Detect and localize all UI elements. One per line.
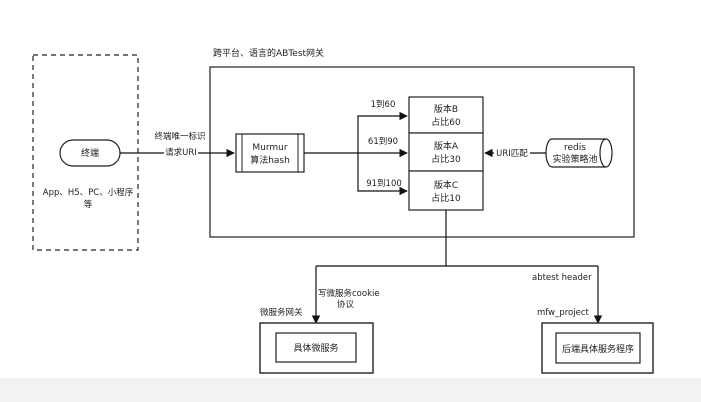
redis-line2: 实验策略池 — [552, 153, 597, 165]
version-b-box — [408, 96, 484, 134]
murmur-hash-line1: Murmur — [252, 143, 287, 153]
version-a-share: 占比30 — [431, 153, 461, 165]
backend-service-box — [555, 332, 641, 364]
left-edge-label-line2: 协议 — [337, 299, 355, 310]
backend-service-label: 后端具体服务程序 — [562, 343, 634, 355]
request-label-line1: 终端唯一标识 — [154, 131, 205, 142]
client-caption-line1: App、H5、PC、小程序 — [43, 187, 134, 198]
bottom-strip — [0, 378, 701, 402]
right-edge-label: abtest header — [532, 273, 592, 283]
version-a-box — [408, 132, 484, 172]
arrow-to-version-b — [357, 111, 408, 153]
mfw-project-title: mfw_project — [537, 308, 589, 318]
request-label-bg — [164, 145, 198, 158]
murmur-hash-box — [235, 133, 305, 173]
version-c-share: 占比10 — [431, 192, 461, 204]
client-node-label: 终端 — [81, 147, 99, 159]
microservice-gateway-title: 微服务网关 — [260, 307, 303, 318]
microservice-label: 具体微服务 — [293, 342, 338, 354]
version-b-name: 版本B — [434, 103, 458, 115]
arrow-to-version-c — [357, 153, 408, 196]
uri-match-label-bg — [494, 146, 530, 159]
gateway-title: 跨平台、语言的ABTest网关 — [213, 47, 324, 59]
murmur-hash-line2: 算法hash — [250, 154, 290, 166]
mfw-project-box — [541, 322, 654, 374]
request-label-line2: 请求URI — [165, 147, 197, 158]
gateway-box — [209, 66, 635, 238]
microservice-box — [275, 332, 357, 363]
range-label-2: 61到90 — [368, 137, 398, 147]
redis-line1: redis — [564, 143, 586, 153]
range-label-1: 1到60 — [371, 100, 396, 110]
uri-match-label: URI匹配 — [496, 149, 528, 159]
version-c-name: 版本C — [434, 179, 458, 191]
range-label-3: 91到100 — [366, 179, 402, 189]
version-b-share: 占比60 — [431, 116, 461, 128]
version-a-name: 版本A — [434, 140, 459, 152]
redis-cylinder-face — [599, 138, 607, 168]
client-caption-line2: 等 — [84, 199, 93, 210]
left-edge-label-line1: 写微服务cookie — [318, 288, 380, 299]
microservice-gateway-box — [259, 322, 374, 374]
